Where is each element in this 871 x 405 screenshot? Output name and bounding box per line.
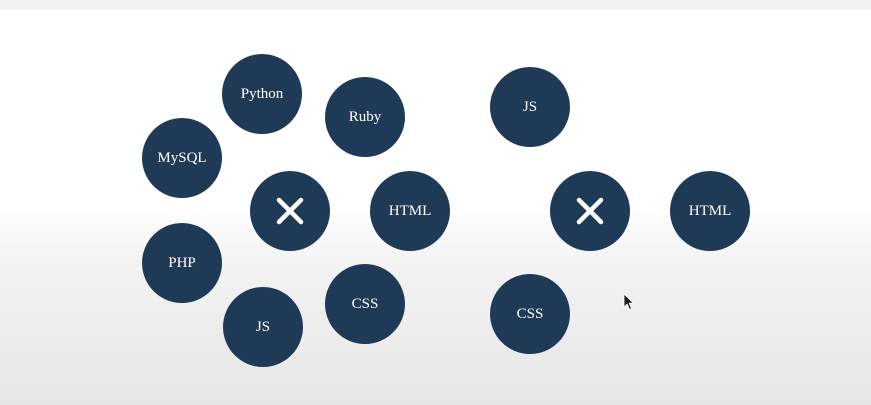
bubble-label: CSS (351, 295, 379, 312)
bubble-css[interactable]: CSS (325, 264, 405, 344)
bubble-php[interactable]: PHP (142, 223, 222, 303)
close-button-left[interactable] (250, 171, 330, 251)
bubble-label: PHP (168, 254, 196, 271)
top-strip (0, 0, 871, 10)
bubble-mysql[interactable]: MySQL (142, 118, 222, 198)
bubble-html[interactable]: HTML (670, 171, 750, 251)
bubble-label: CSS (516, 305, 544, 322)
bubble-label: Ruby (348, 108, 382, 125)
bubble-python[interactable]: Python (222, 54, 302, 134)
bubble-label: HTML (688, 202, 732, 219)
bubble-label: MySQL (157, 149, 207, 166)
bubble-label: Python (240, 85, 284, 102)
close-icon (276, 197, 304, 225)
bubble-label: HTML (388, 202, 432, 219)
close-icon (576, 197, 604, 225)
bubble-ruby[interactable]: Ruby (325, 77, 405, 157)
bubble-css[interactable]: CSS (490, 274, 570, 354)
bubble-label: JS (255, 318, 271, 335)
bubble-js[interactable]: JS (490, 67, 570, 147)
mouse-pointer-icon (623, 293, 634, 310)
bubble-html[interactable]: HTML (370, 171, 450, 251)
bubble-label: JS (522, 98, 538, 115)
bubble-js[interactable]: JS (223, 287, 303, 367)
close-button-right[interactable] (550, 171, 630, 251)
